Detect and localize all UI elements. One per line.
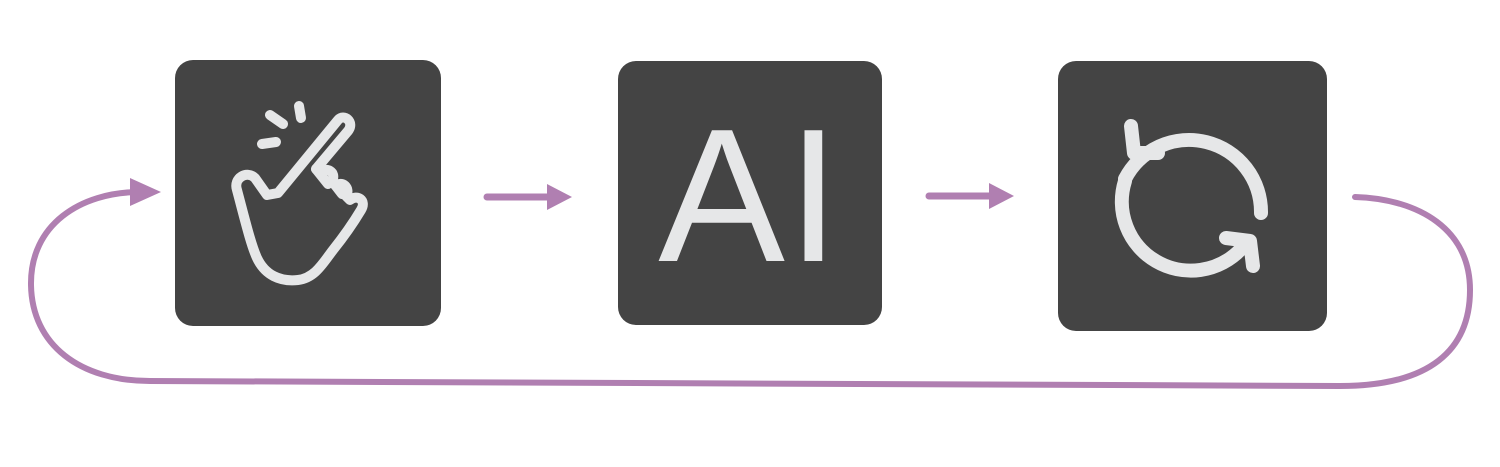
step-snap-tile (175, 60, 441, 326)
arrow-snap-to-ai (483, 184, 572, 210)
finger-snap-icon (231, 101, 368, 286)
ai-label: AI (658, 90, 842, 302)
step-ai-tile: AI (618, 61, 882, 325)
refresh-cycle-icon (1114, 119, 1269, 278)
arrow-ai-to-cycle (925, 183, 1014, 209)
step-cycle-tile (1058, 61, 1327, 331)
